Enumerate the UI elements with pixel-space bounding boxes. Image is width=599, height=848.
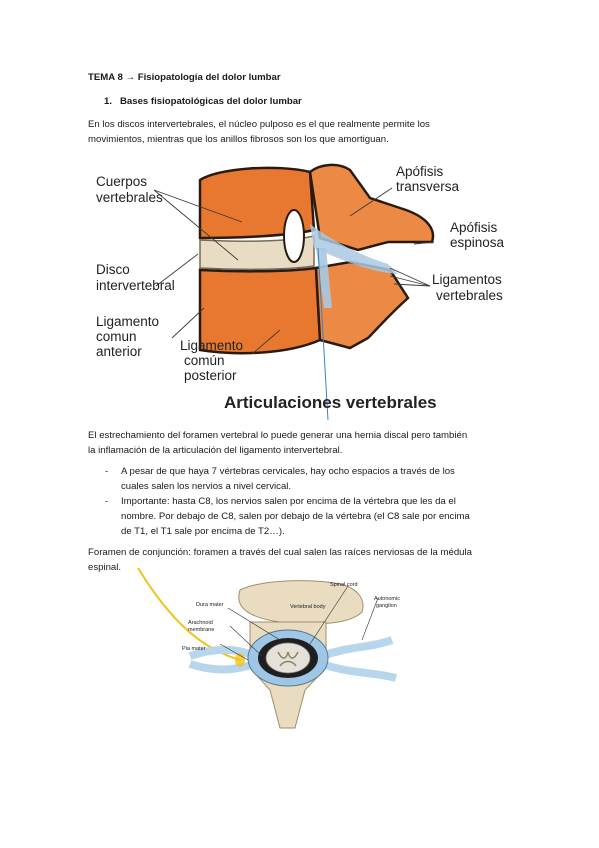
- paragraph-line: movimientos, mientras que los anillos fi…: [88, 134, 389, 145]
- label-ligamento-comun-posterior-3: posterior: [184, 368, 237, 383]
- label-membrane: membrane: [188, 627, 214, 633]
- bullet-marker: -: [105, 496, 109, 507]
- label-autonomic: Autonomic: [374, 596, 400, 602]
- label-pia-mater: Pia mater: [182, 646, 206, 652]
- vertebral-joints-figure: Cuerpos vertebrales Apófisis transversa …: [96, 163, 505, 420]
- document-title: TEMA 8 → Fisiopatología del dolor lumbar: [88, 72, 281, 83]
- label-vertebrales: vertebrales: [96, 190, 163, 205]
- paragraph-line: El estrechamiento del foramen vertebral …: [88, 430, 468, 441]
- vertebral-ligament: [310, 224, 398, 274]
- label-vertebral-body: Vertebral body: [290, 604, 326, 610]
- label-dura-mater: Dura mater: [196, 602, 224, 608]
- vertebral-foramen: [283, 209, 305, 263]
- lower-vertebral-arch: [314, 260, 410, 350]
- label-ligamentos: Ligamentos: [432, 272, 502, 287]
- label-ligamento-comun-anterior-3: anterior: [96, 344, 142, 359]
- label-apofisis-espinosa-2: espinosa: [450, 235, 505, 250]
- vertebral-body-shape: [238, 580, 364, 625]
- paragraph-line: Foramen de conjunción: foramen a través …: [88, 547, 472, 558]
- label-apofisis-transversa-2: transversa: [396, 179, 460, 194]
- nerve-ganglion-highlight: [235, 653, 245, 667]
- bullet-marker: -: [105, 466, 109, 477]
- label-cuerpos: Cuerpos: [96, 174, 147, 189]
- right-nerve-root: [320, 636, 398, 682]
- paragraph-line: la inflamación de la articulación del li…: [88, 445, 343, 456]
- label-apofisis-espinosa-1: Apófisis: [450, 220, 498, 235]
- label-disco: Disco: [96, 262, 130, 277]
- bullet-line: de T1, el T1 sale por encima de T2…).: [121, 526, 285, 537]
- bullet-line: Importante: hasta C8, los nervios salen …: [121, 496, 456, 507]
- grey-matter: [277, 651, 299, 667]
- bullet-line: nombre. Por debajo de C8, salen por deba…: [121, 511, 470, 522]
- paragraph-line: espinal.: [88, 562, 122, 573]
- highlight-arrow: [137, 567, 241, 661]
- label-ligamentos-vertebrales: vertebrales: [436, 288, 503, 303]
- posterior-ligament: [316, 248, 332, 308]
- bullet-line: A pesar de que haya 7 vértebras cervical…: [121, 466, 455, 477]
- pointer-line: [317, 247, 329, 420]
- spinal-cord-figure: Dura mater Vertebral body Spinal cord Au…: [137, 567, 400, 729]
- label-arachnoid: Arachnoid: [188, 620, 213, 626]
- label-ligamento-comun-anterior-2: comun: [96, 329, 137, 344]
- paragraph-line: En los discos intervertebrales, el núcle…: [88, 119, 430, 130]
- label-apofisis-transversa-1: Apófisis: [396, 164, 444, 179]
- label-ligamento-comun-posterior-1: Ligamento: [180, 338, 243, 353]
- section-heading: 1. Bases fisiopatológicas del dolor lumb…: [104, 96, 302, 107]
- label-ligamento-comun-anterior-1: Ligamento: [96, 314, 159, 329]
- label-spinal-cord: Spinal cord: [330, 582, 358, 588]
- label-ligamento-comun-posterior-2: común: [184, 353, 225, 368]
- label-ganglion: ganglion: [376, 603, 397, 609]
- figure-caption: Articulaciones vertebrales: [224, 393, 437, 412]
- spinal-cord: [265, 642, 311, 674]
- bullet-line: cuales salen los nervios a nivel cervica…: [121, 481, 292, 492]
- label-intervertebral: intervertebral: [96, 278, 175, 293]
